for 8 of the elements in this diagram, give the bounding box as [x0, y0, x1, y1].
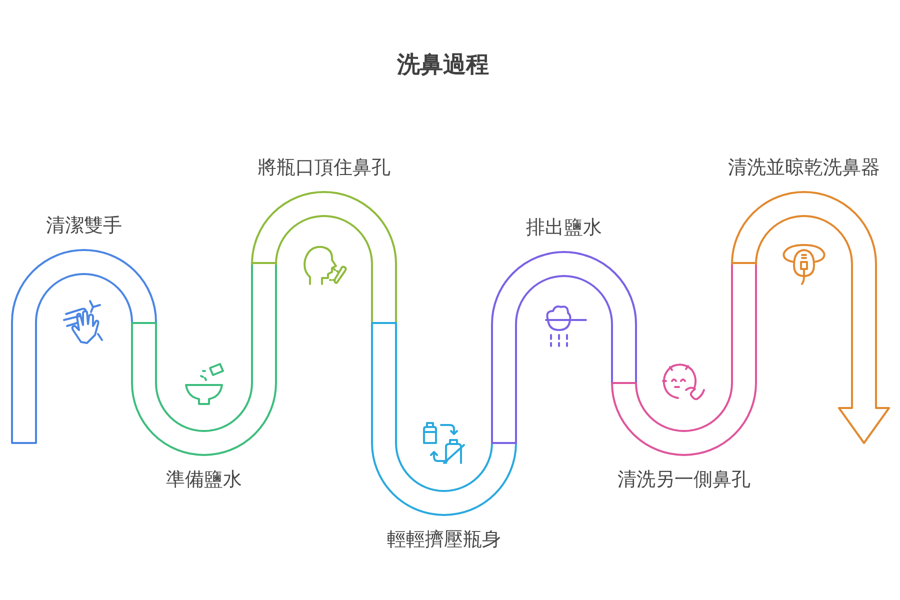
- title: 洗鼻過程: [397, 52, 489, 80]
- step-label: 清洗並晾乾洗鼻器: [728, 156, 880, 180]
- step-label: 清潔雙手: [46, 214, 122, 238]
- step-label: 準備鹽水: [166, 468, 242, 492]
- step-label: 清洗另一側鼻孔: [618, 468, 750, 492]
- step-label: 輕輕擠壓瓶身: [387, 528, 501, 552]
- step-label: 將瓶口頂住鼻孔: [258, 156, 390, 180]
- step-label: 排出鹽水: [526, 216, 602, 240]
